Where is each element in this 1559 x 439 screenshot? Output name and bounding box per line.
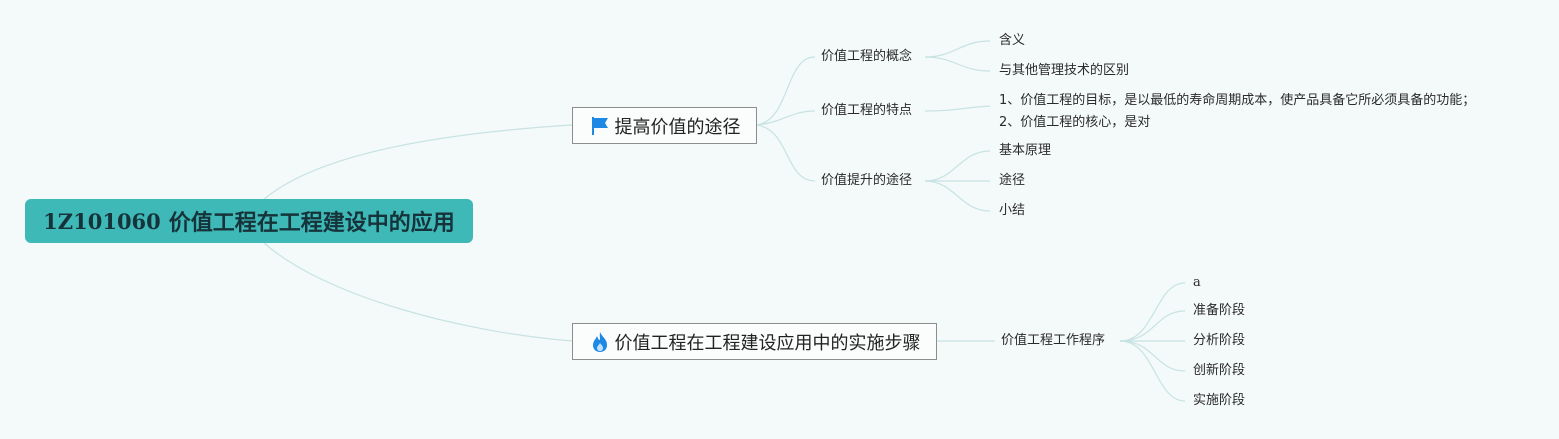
leaf-topic[interactable]: 途径 [999,173,1026,188]
connector-sub1-leaf1 [924,40,991,58]
connector-sub3-leaf1 [924,150,991,182]
connector-root-branch2 [261,240,573,342]
connector-b1-sub2 [756,110,816,126]
connector-b1-sub3 [756,124,816,182]
leaf-topic[interactable]: 1、价值工程的目标，是以最低的寿命周期成本，使产品具备它所必须具备的功能； 2、… [999,93,1476,130]
leaf-topic[interactable]: 小结 [999,203,1026,218]
leaf-topic[interactable]: 基本原理 [999,143,1052,158]
connector-sub3-leaf3 [924,180,991,212]
flag-icon [589,115,611,137]
connector-sub1-leaf2 [924,56,991,72]
connector-sub4-leaf2 [1119,310,1186,342]
connector-sub4-leaf1 [1119,282,1186,342]
root-topic[interactable]: 1Z101060 价值工程在工程建设中的应用 [25,199,473,243]
root-title: 价值工程在工程建设中的应用 [168,211,455,236]
branch-label: 提高价值的途径 [614,116,741,138]
leaf-topic[interactable]: 准备阶段 [1193,303,1246,318]
subtopic[interactable]: 价值提升的途径 [821,173,913,188]
fire-icon [589,331,611,353]
leaf-topic[interactable]: 分析阶段 [1193,333,1246,348]
connector-root-branch1 [261,124,573,202]
leaf-topic[interactable]: 与其他管理技术的区别 [999,63,1130,78]
connector-sub2-leaf1 [924,105,991,112]
subtopic[interactable]: 价值工程的特点 [821,103,913,118]
leaf-topic[interactable]: 含义 [999,33,1026,48]
subtopic[interactable]: 价值工程的概念 [821,49,913,64]
connector-sub4-leaf5 [1119,340,1186,402]
subtopic[interactable]: 价值工程工作程序 [1001,333,1106,348]
branch-label: 价值工程在工程建设应用中的实施步骤 [614,332,921,354]
connector-b1-sub1 [756,56,816,126]
leaf-topic[interactable]: 创新阶段 [1193,363,1246,378]
root-code: 1Z101060 [43,208,161,234]
branch-topic-2[interactable]: 价值工程在工程建设应用中的实施步骤 [572,323,937,360]
leaf-topic[interactable]: 实施阶段 [1193,393,1246,408]
leaf-topic[interactable]: a [1193,275,1201,290]
connector-sub4-leaf4 [1119,340,1186,372]
branch-topic-1[interactable]: 提高价值的途径 [572,107,757,144]
